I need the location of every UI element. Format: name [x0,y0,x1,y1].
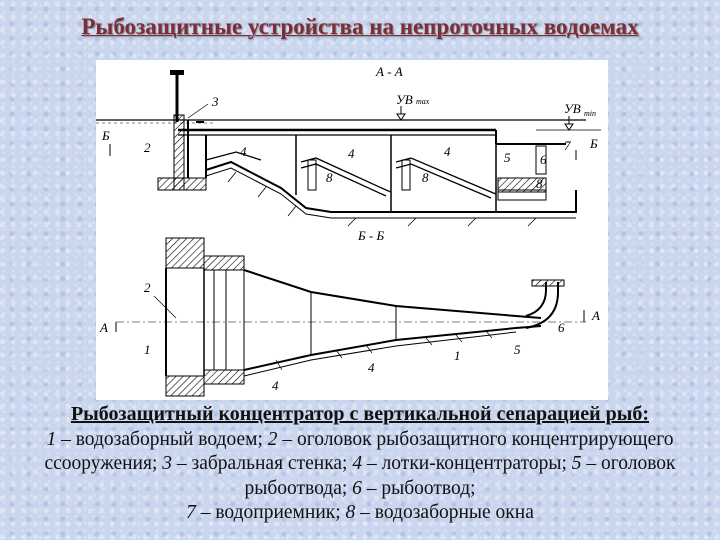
caption-heading: Рыбозащитный концентратор с вертикальной… [70,403,650,425]
section-bb-view: Б - Б А [99,228,600,397]
caption-num-2: 2 [267,428,278,450]
caption-num-8: 8 [345,502,356,523]
technical-drawing: А - А УВ max УВ min Б Б 3 2 4 4 4 5 6 7 … [96,60,608,400]
number-4-a: 4 [240,144,247,159]
number-4-d: 4 [272,378,279,393]
number-5-bottom: 5 [514,342,521,357]
caption-num-1: 1 [46,428,57,450]
number-1-right: 1 [454,348,461,363]
number-6-bottom: 6 [558,320,565,335]
section-mark-b-left: Б [101,128,110,143]
section-mark-b-right: Б [589,136,598,151]
level-min-label: УВ [564,101,581,116]
caption-text-1: – водозаборный водоем; [56,428,268,450]
number-2-bottom: 2 [144,280,151,295]
section-aa-label: А - А [375,64,403,79]
level-max-subscript: max [416,97,430,106]
number-4-b: 4 [348,146,355,161]
section-bb-label: Б - Б [357,228,384,243]
number-3: 3 [211,94,219,109]
caption-text-2: – оголовок рыбозащитного концентрирующег… [44,428,674,475]
caption-text-7: – водоприемник; [195,502,346,523]
caption-text-8: – водозаборные окна [355,502,534,523]
level-max-label: УВ [396,92,413,107]
number-4-e: 4 [368,360,375,375]
number-6-top: 6 [540,152,547,167]
section-aa-view: А - А УВ max УВ min Б Б 3 2 4 4 4 5 6 7 … [96,64,601,227]
number-2-top: 2 [144,140,151,155]
number-7: 7 [564,138,571,153]
caption-text-5: – оголовок рыбоотвода; [244,453,676,499]
section-mark-a-left: А [99,320,108,335]
caption-num-5: 5 [571,453,582,474]
number-8-a: 8 [326,170,333,185]
caption-text-4: – лотки-концентраторы; [362,453,572,474]
level-min-subscript: min [584,109,596,118]
figure-caption: Рыбозащитный концентратор с вертикальной… [6,402,714,526]
caption-text-3: – забральная стенка; [172,453,353,474]
number-8-b: 8 [422,170,429,185]
caption-num-7: 7 [186,502,196,523]
caption-num-3: 3 [162,453,173,474]
caption-num-4: 4 [352,453,363,474]
caption-num-6: 6 [352,477,362,499]
number-1-left: 1 [144,342,151,357]
number-4-c: 4 [444,144,451,159]
section-mark-a-right: А [591,308,600,323]
slide-title: Рыбозащитные устройства на непроточных в… [81,14,639,39]
number-8-c: 8 [536,176,543,191]
caption-text-6: – рыбоотвод; [361,477,476,499]
number-5-top: 5 [504,150,511,165]
